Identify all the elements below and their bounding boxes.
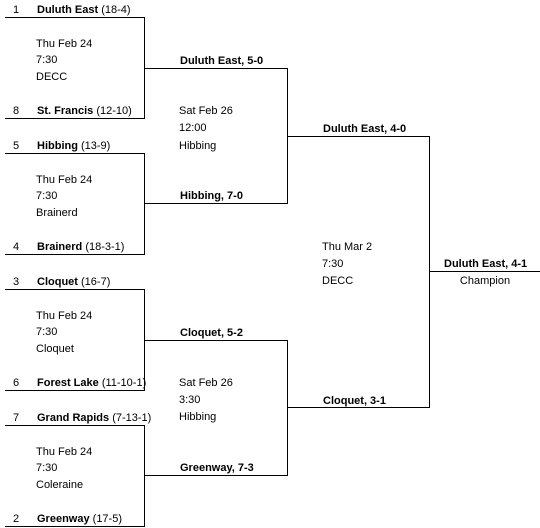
- game-time: 12:00: [179, 122, 207, 134]
- bracket-line: [5, 17, 145, 18]
- team-entry: Forest Lake (11-10-1): [37, 377, 146, 390]
- bracket-line: [287, 136, 430, 137]
- team-name: Forest Lake: [37, 377, 99, 389]
- champion-label: Champion: [459, 275, 511, 287]
- game-venue: Cloquet: [36, 343, 74, 355]
- game-venue: Brainerd: [36, 207, 78, 219]
- game-date: Thu Feb 24: [36, 446, 93, 458]
- bracket-line: [287, 407, 430, 408]
- game-time: 3:30: [179, 394, 201, 406]
- round2-winner: Duluth East, 5-0: [180, 55, 264, 67]
- team-record: (11-10-1): [101, 377, 147, 389]
- team-record: (18-3-1): [85, 241, 125, 253]
- game-time: 7:30: [36, 190, 58, 202]
- bracket-line: [144, 203, 288, 204]
- team-entry: Cloquet (16-7): [37, 276, 110, 289]
- final-team: Cloquet, 3-1: [323, 395, 386, 407]
- champion-name: Duluth East, 4-1: [444, 258, 528, 270]
- game-date: Thu Feb 24: [36, 310, 93, 322]
- team-entry: Greenway (17-5): [37, 513, 122, 526]
- game-time: 7:30: [36, 54, 58, 66]
- team-record: (18-4): [101, 4, 131, 16]
- bracket-line: [144, 425, 145, 527]
- bracket-line: [144, 68, 288, 69]
- seed-number: 5: [12, 140, 20, 152]
- game-time: 7:30: [36, 326, 58, 338]
- game-time: 7:30: [36, 462, 58, 474]
- bracket-line: [429, 271, 540, 272]
- game-date: Thu Feb 24: [36, 174, 93, 186]
- team-entry: Duluth East (18-4): [37, 4, 131, 17]
- team-name: St. Francis: [37, 105, 94, 117]
- team-entry: Brainerd (18-3-1): [37, 241, 124, 254]
- bracket-line: [144, 340, 288, 341]
- game-date: Sat Feb 26: [179, 105, 233, 117]
- team-entry: Grand Rapids (7-13-1): [37, 412, 151, 425]
- round2-winner: Hibbing, 7-0: [180, 190, 243, 202]
- seed-number: 3: [12, 276, 20, 288]
- bracket-line: [429, 136, 430, 408]
- team-entry: Hibbing (13-9): [37, 140, 110, 153]
- team-name: Duluth East: [37, 4, 99, 16]
- final-team: Duluth East, 4-0: [323, 123, 407, 135]
- bracket-line: [5, 289, 145, 290]
- team-entry: St. Francis (12-10): [37, 105, 132, 118]
- game-venue: DECC: [322, 275, 354, 287]
- bracket-line: [287, 340, 288, 476]
- bracket-line: [144, 475, 288, 476]
- bracket-line: [5, 390, 145, 391]
- team-record: (12-10): [96, 105, 132, 117]
- team-record: (13-9): [81, 140, 111, 152]
- game-date: Thu Feb 24: [36, 38, 93, 50]
- bracket-line: [5, 526, 145, 527]
- bracket-line: [5, 425, 145, 426]
- team-name: Grand Rapids: [37, 412, 110, 424]
- team-name: Greenway: [37, 513, 90, 525]
- game-time: 7:30: [322, 258, 344, 270]
- team-name: Brainerd: [37, 241, 83, 253]
- team-record: (7-13-1): [112, 412, 152, 424]
- bracket-line: [5, 153, 145, 154]
- game-date: Sat Feb 26: [179, 377, 233, 389]
- team-name: Cloquet: [37, 276, 78, 288]
- game-venue: DECC: [36, 71, 68, 83]
- game-venue: Hibbing: [179, 411, 217, 423]
- seed-number: 6: [12, 377, 20, 389]
- seed-number: 1: [12, 4, 20, 16]
- game-date: Thu Mar 2: [322, 241, 373, 253]
- seed-number: 8: [12, 105, 20, 117]
- team-name: Hibbing: [37, 140, 78, 152]
- game-venue: Coleraine: [36, 479, 84, 491]
- team-record: (16-7): [81, 276, 111, 288]
- bracket-line: [144, 153, 145, 255]
- round2-winner: Greenway, 7-3: [180, 462, 254, 474]
- game-venue: Hibbing: [179, 140, 217, 152]
- round2-winner: Cloquet, 5-2: [180, 327, 243, 339]
- seed-number: 4: [12, 241, 20, 253]
- seed-number: 2: [12, 513, 20, 525]
- team-record: (17-5): [92, 513, 122, 525]
- bracket-line: [5, 254, 145, 255]
- seed-number: 7: [12, 412, 20, 424]
- bracket-line: [5, 118, 145, 119]
